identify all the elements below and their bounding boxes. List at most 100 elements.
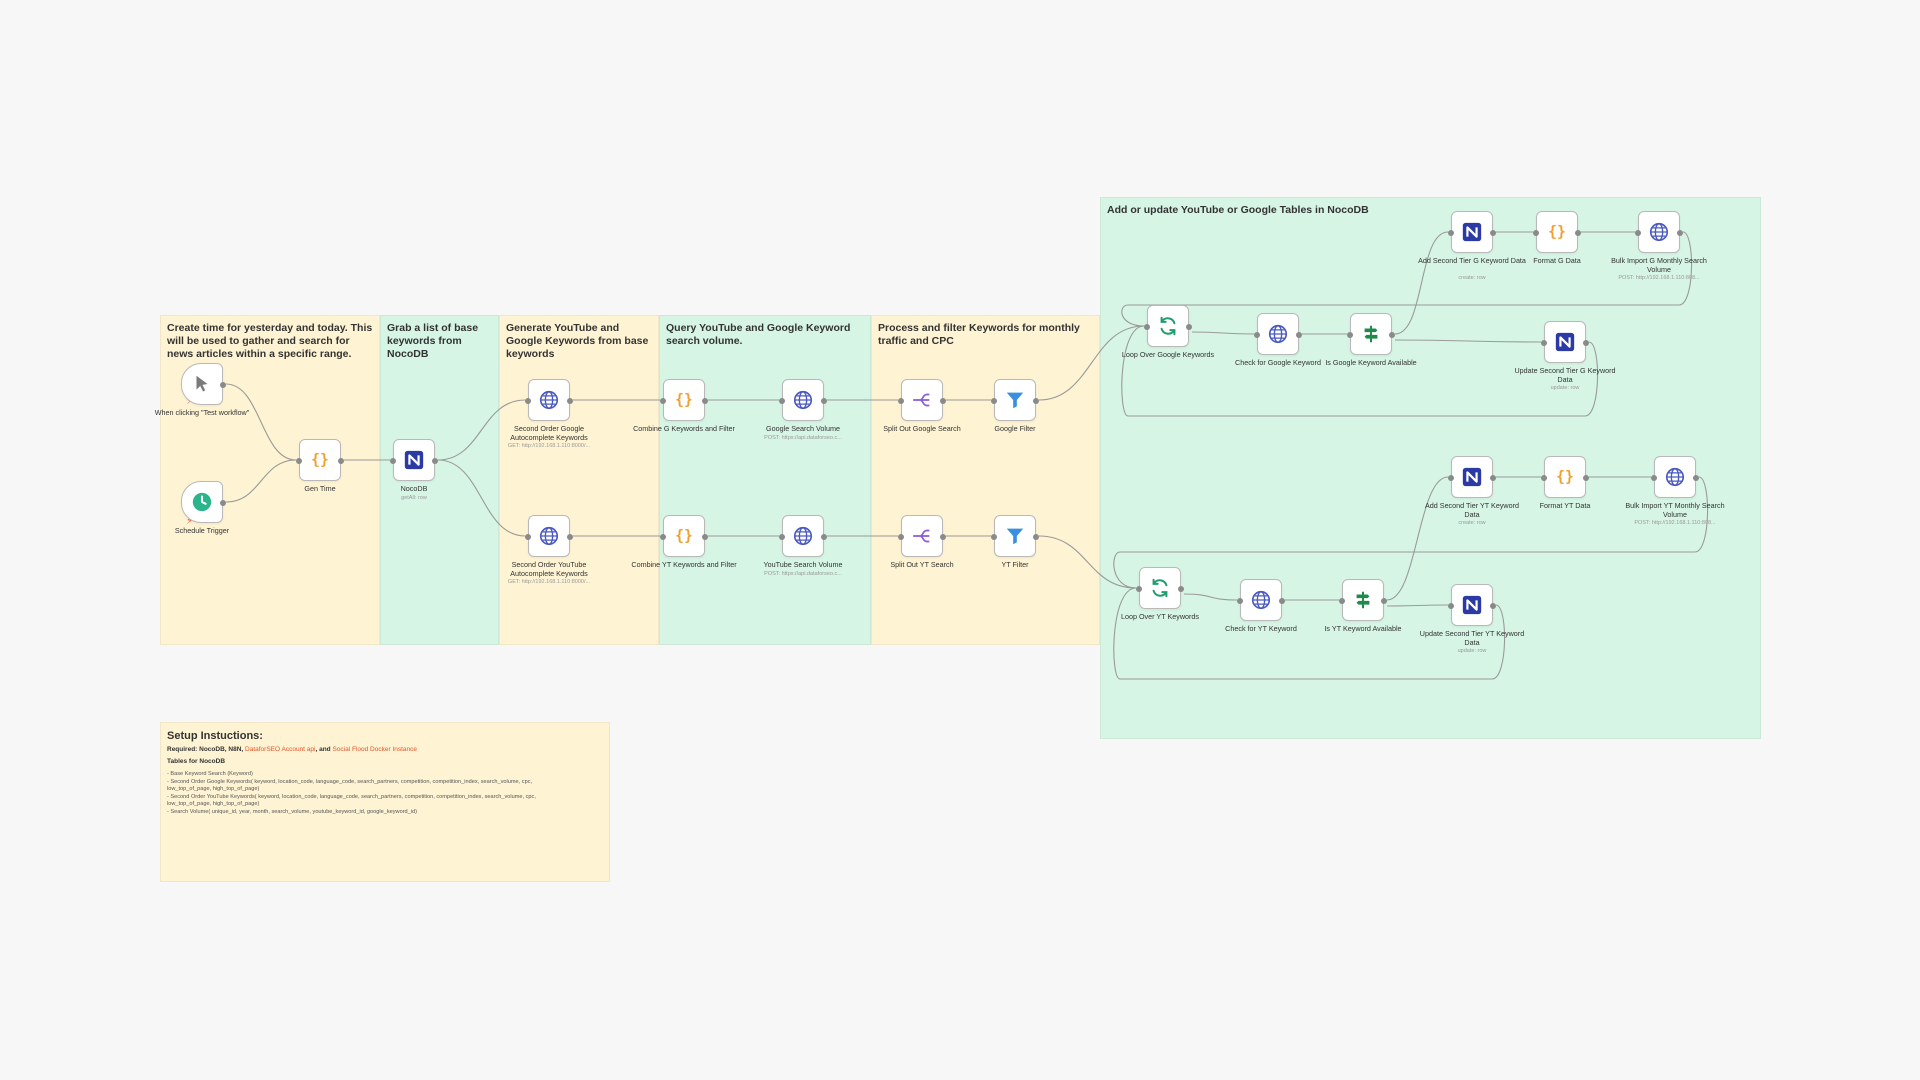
node-combine-g[interactable]: {} <box>660 379 708 421</box>
output-port[interactable] <box>338 458 344 464</box>
node-bulk-yt[interactable] <box>1651 456 1699 498</box>
loop-back-connection[interactable] <box>1113 476 1709 589</box>
connection-yt_filter-loop_yt[interactable] <box>1038 535 1137 589</box>
output-port[interactable] <box>1490 603 1496 609</box>
input-port[interactable] <box>1541 340 1547 346</box>
input-port[interactable] <box>296 458 302 464</box>
node-nocodb[interactable] <box>390 439 438 481</box>
input-port[interactable] <box>1651 475 1657 481</box>
output-port[interactable] <box>1186 324 1192 330</box>
connection-is_yt-update_yt[interactable] <box>1386 604 1449 607</box>
node-yt-filter[interactable] <box>991 515 1039 557</box>
input-port[interactable] <box>390 458 396 464</box>
output-port[interactable] <box>940 534 946 540</box>
node-g-volume[interactable] <box>779 379 827 421</box>
output-port[interactable] <box>1575 230 1581 236</box>
node-is-yt[interactable] <box>1339 579 1387 621</box>
node-combine-yt[interactable]: {} <box>660 515 708 557</box>
input-port[interactable] <box>660 398 666 404</box>
connection-g_filter-loop_g[interactable] <box>1038 325 1145 401</box>
input-port[interactable] <box>1448 230 1454 236</box>
loop-back-connection[interactable] <box>1121 231 1693 327</box>
input-port[interactable] <box>1339 598 1345 604</box>
connection-nocodb-so_yt[interactable] <box>437 459 526 537</box>
output-port[interactable] <box>1033 398 1039 404</box>
sticky-note-generate[interactable]: Generate YouTube and Google Keywords fro… <box>499 315 659 645</box>
input-port[interactable] <box>1448 603 1454 609</box>
node-add-yt[interactable] <box>1448 456 1496 498</box>
sticky-note-query[interactable]: Query YouTube and Google Keyword search … <box>659 315 871 645</box>
input-port[interactable] <box>525 398 531 404</box>
node-schedule[interactable] <box>181 481 226 523</box>
input-port[interactable] <box>1254 332 1260 338</box>
dataforseo-link[interactable]: DataforSEO Account api <box>245 746 316 753</box>
output-port[interactable] <box>940 398 946 404</box>
node-loop-yt[interactable] <box>1136 567 1184 609</box>
input-port[interactable] <box>1237 598 1243 604</box>
input-port[interactable] <box>991 534 997 540</box>
input-port[interactable] <box>1136 586 1142 592</box>
connection-is_g-add_g[interactable] <box>1394 231 1449 335</box>
connection-manual-gentime[interactable] <box>225 383 297 461</box>
node-add-g[interactable] <box>1448 211 1496 253</box>
output-port[interactable] <box>1279 598 1285 604</box>
node-loop-g[interactable] <box>1144 305 1192 347</box>
node-is-g[interactable] <box>1347 313 1395 355</box>
output-port[interactable] <box>821 398 827 404</box>
node-bulk-g[interactable] <box>1635 211 1683 253</box>
input-port[interactable] <box>991 398 997 404</box>
output-port[interactable] <box>1490 475 1496 481</box>
input-port[interactable] <box>779 398 785 404</box>
output-port[interactable] <box>702 534 708 540</box>
output-port[interactable] <box>220 382 226 388</box>
node-yt-volume[interactable] <box>779 515 827 557</box>
input-port[interactable] <box>1533 230 1539 236</box>
node-gentime[interactable]: {} <box>296 439 344 481</box>
input-port[interactable] <box>898 398 904 404</box>
output-port[interactable] <box>1178 586 1184 592</box>
output-port[interactable] <box>1583 475 1589 481</box>
output-port[interactable] <box>1381 598 1387 604</box>
node-so-google[interactable] <box>525 379 573 421</box>
input-port[interactable] <box>1144 324 1150 330</box>
input-port[interactable] <box>660 534 666 540</box>
input-port[interactable] <box>779 534 785 540</box>
connection-loop_g-check_g[interactable] <box>1191 331 1255 335</box>
sticky-note-process[interactable]: Process and filter Keywords for monthly … <box>871 315 1100 645</box>
node-g-filter[interactable] <box>991 379 1039 421</box>
input-port[interactable] <box>1448 475 1454 481</box>
connection-schedule-gentime[interactable] <box>225 459 297 503</box>
output-port[interactable] <box>1490 230 1496 236</box>
connection-is_g-update_g[interactable] <box>1394 339 1542 343</box>
node-update-g[interactable] <box>1541 321 1589 363</box>
connection-nocodb-so_google[interactable] <box>437 399 526 461</box>
node-check-g[interactable] <box>1254 313 1302 355</box>
node-split-yt[interactable] <box>898 515 946 557</box>
node-check-yt[interactable] <box>1237 579 1285 621</box>
output-port[interactable] <box>1677 230 1683 236</box>
node-format-g[interactable]: {} <box>1533 211 1581 253</box>
loop-back-connection[interactable] <box>1113 587 1506 680</box>
output-port[interactable] <box>821 534 827 540</box>
output-port[interactable] <box>220 500 226 506</box>
output-port[interactable] <box>567 398 573 404</box>
output-port[interactable] <box>432 458 438 464</box>
social-flood-link[interactable]: Social Flood Docker Instance <box>332 746 418 753</box>
input-port[interactable] <box>525 534 531 540</box>
sticky-note-setup[interactable]: Setup Instuctions: Required: NocoDB, N8N… <box>160 722 610 882</box>
output-port[interactable] <box>1296 332 1302 338</box>
node-manual[interactable] <box>181 363 226 405</box>
output-port[interactable] <box>1583 340 1589 346</box>
node-update-yt[interactable] <box>1448 584 1496 626</box>
loop-back-connection[interactable] <box>1121 325 1599 417</box>
output-port[interactable] <box>702 398 708 404</box>
sticky-note-nocodb-tables[interactable]: Add or update YouTube or Google Tables i… <box>1100 197 1761 739</box>
input-port[interactable] <box>1347 332 1353 338</box>
connection-loop_yt-check_yt[interactable] <box>1183 593 1238 601</box>
node-format-yt[interactable]: {} <box>1541 456 1589 498</box>
input-port[interactable] <box>1541 475 1547 481</box>
input-port[interactable] <box>898 534 904 540</box>
output-port[interactable] <box>567 534 573 540</box>
connection-is_yt-add_yt[interactable] <box>1386 476 1449 601</box>
